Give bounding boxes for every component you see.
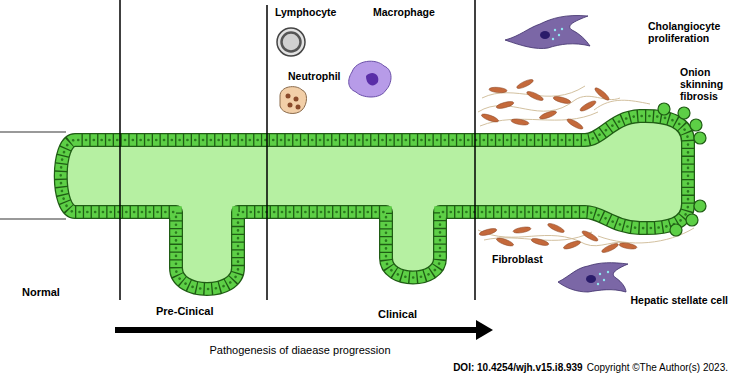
neutrophil-nucleus <box>288 103 293 108</box>
cholangiocyte-layer <box>61 116 688 289</box>
fibroblast-cell <box>539 109 558 120</box>
stage-label: Normal <box>22 286 60 299</box>
cell-label: Macrophage <box>373 6 435 18</box>
stellate-nucleus <box>586 275 596 283</box>
fibroblast-cell <box>531 237 550 247</box>
lipid-droplet <box>599 273 601 275</box>
fiber <box>480 112 598 126</box>
fibroblast-cell <box>601 242 620 254</box>
cholangiocyte <box>690 119 702 131</box>
doi-text: DOI: 10.4254/wjh.v15.i8.939 <box>453 362 583 374</box>
fibroblast-cell <box>579 99 597 113</box>
fibroblast-cell <box>513 226 532 234</box>
cell-label: Fibroblast <box>492 253 543 265</box>
stage-label: Pre-Cinical <box>156 305 213 318</box>
fiber <box>478 96 620 112</box>
neutrophil-nucleus <box>296 105 301 110</box>
stage-divider <box>474 0 476 300</box>
lipid-droplet <box>597 283 599 285</box>
progression-arrow <box>115 327 478 333</box>
fibroblast-cell <box>516 78 535 90</box>
copyright-text: Copyright ©The Author(s) 2023. <box>587 362 728 374</box>
macrophage-membrane <box>349 61 391 97</box>
cell-label: Lymphocyte <box>275 6 336 18</box>
fibroblast-cell <box>489 87 507 94</box>
macrophage-cell <box>349 61 391 97</box>
fibroblast-cell <box>566 117 584 131</box>
stellate-cell <box>558 263 628 292</box>
onion-skin-fiber <box>594 100 650 110</box>
proliferating-cells <box>658 103 706 236</box>
fibroblast-cell <box>511 118 530 126</box>
fibroblast-cell <box>526 90 545 102</box>
stellate-cell <box>505 15 590 48</box>
cholangiocyte-nuclei <box>61 116 688 289</box>
neutrophil-nucleus <box>294 97 299 102</box>
fibroblast-cell <box>593 86 610 102</box>
fibroblast-cell <box>496 100 515 110</box>
arrow-caption: Pathogenesis of diaease progression <box>209 344 390 357</box>
stellate-body <box>558 263 628 292</box>
cholangiocyte <box>686 214 698 226</box>
duct-wall-line <box>0 131 66 132</box>
bile-duct-lumen <box>61 116 688 289</box>
neutrophil-nucleus <box>286 94 291 99</box>
process-label: Cholangiocyte proliferation <box>648 20 730 44</box>
lipid-droplet <box>552 38 554 40</box>
stage-divider <box>119 0 121 300</box>
stage-label: Clinical <box>378 308 417 321</box>
lipid-droplet <box>607 271 609 273</box>
cholangiocyte <box>678 107 690 119</box>
fibroblast-cell <box>547 222 566 234</box>
duct-wall-line <box>0 218 66 219</box>
lipid-droplet <box>558 34 560 36</box>
cell-label: Hepatic stellate cell <box>631 294 728 306</box>
process-label: Onion skinning fibrosis <box>680 66 730 102</box>
cholangiocyte <box>694 200 706 212</box>
fibroblast-cell <box>553 95 572 105</box>
stellate-nucleus <box>540 31 550 39</box>
fibroblast-cell <box>581 229 599 243</box>
cholangiocyte <box>694 132 706 144</box>
fibroblast-cell <box>619 242 638 250</box>
lymphocyte-membrane <box>277 28 305 56</box>
stellate-body <box>505 15 590 48</box>
cholangiocyte <box>670 224 682 236</box>
neutrophil-cell <box>280 87 307 114</box>
arrow-head <box>476 320 493 340</box>
cholangiocyte <box>658 103 670 115</box>
lipid-droplet <box>554 29 556 31</box>
fibroblast-cell <box>563 239 582 250</box>
cell-label: Neutrophil <box>288 70 341 82</box>
fibroblast-cell <box>496 236 515 247</box>
fibroblast-cell <box>479 227 498 237</box>
lymphocyte-nucleus <box>282 33 301 52</box>
stage-divider <box>266 5 268 300</box>
macrophage-nucleus <box>366 73 378 85</box>
neutrophil-membrane <box>280 87 307 114</box>
lipid-droplet <box>603 279 605 281</box>
lipid-droplet <box>561 28 563 30</box>
fibroblast-cell <box>481 112 500 123</box>
lymphocyte-cell <box>277 28 305 56</box>
